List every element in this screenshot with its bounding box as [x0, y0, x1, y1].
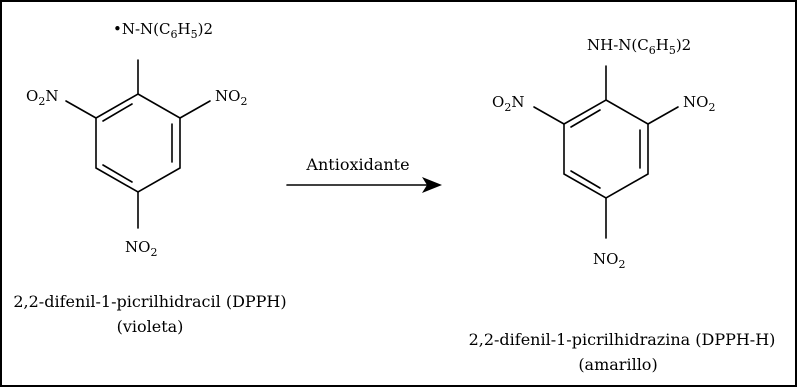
reactant-right-group: NO2 — [215, 87, 247, 108]
product-benzene-ring — [563, 99, 649, 199]
reactant-name: 2,2-difenil-1-picrilhidracil (DPPH) — [13, 292, 286, 311]
reactant-left-group: O2N — [26, 87, 58, 108]
product-bottom-group: NO2 — [593, 250, 625, 271]
reactant-right-bond — [179, 100, 211, 119]
product-top-group: NH-N(C6H5)2 — [587, 36, 691, 57]
product-right-bond — [647, 106, 679, 125]
reactant-top-group: •N-N(C6H5)2 — [113, 20, 213, 41]
product-color-label: (amarillo) — [578, 355, 657, 374]
product-name: 2,2-difenil-1-picrilhidrazina (DPPH-H) — [469, 330, 776, 349]
reactant-left-bond — [65, 100, 97, 119]
product-left-bond — [533, 106, 565, 125]
reactant-benzene-ring — [95, 93, 181, 193]
reactant-bottom-group: NO2 — [125, 238, 157, 259]
product-left-group: O2N — [492, 93, 524, 114]
reagent-label: Antioxidante — [305, 155, 409, 174]
reactant-color-label: (violeta) — [117, 317, 184, 336]
reaction-arrow-head — [422, 177, 442, 193]
product-right-group: NO2 — [683, 93, 715, 114]
